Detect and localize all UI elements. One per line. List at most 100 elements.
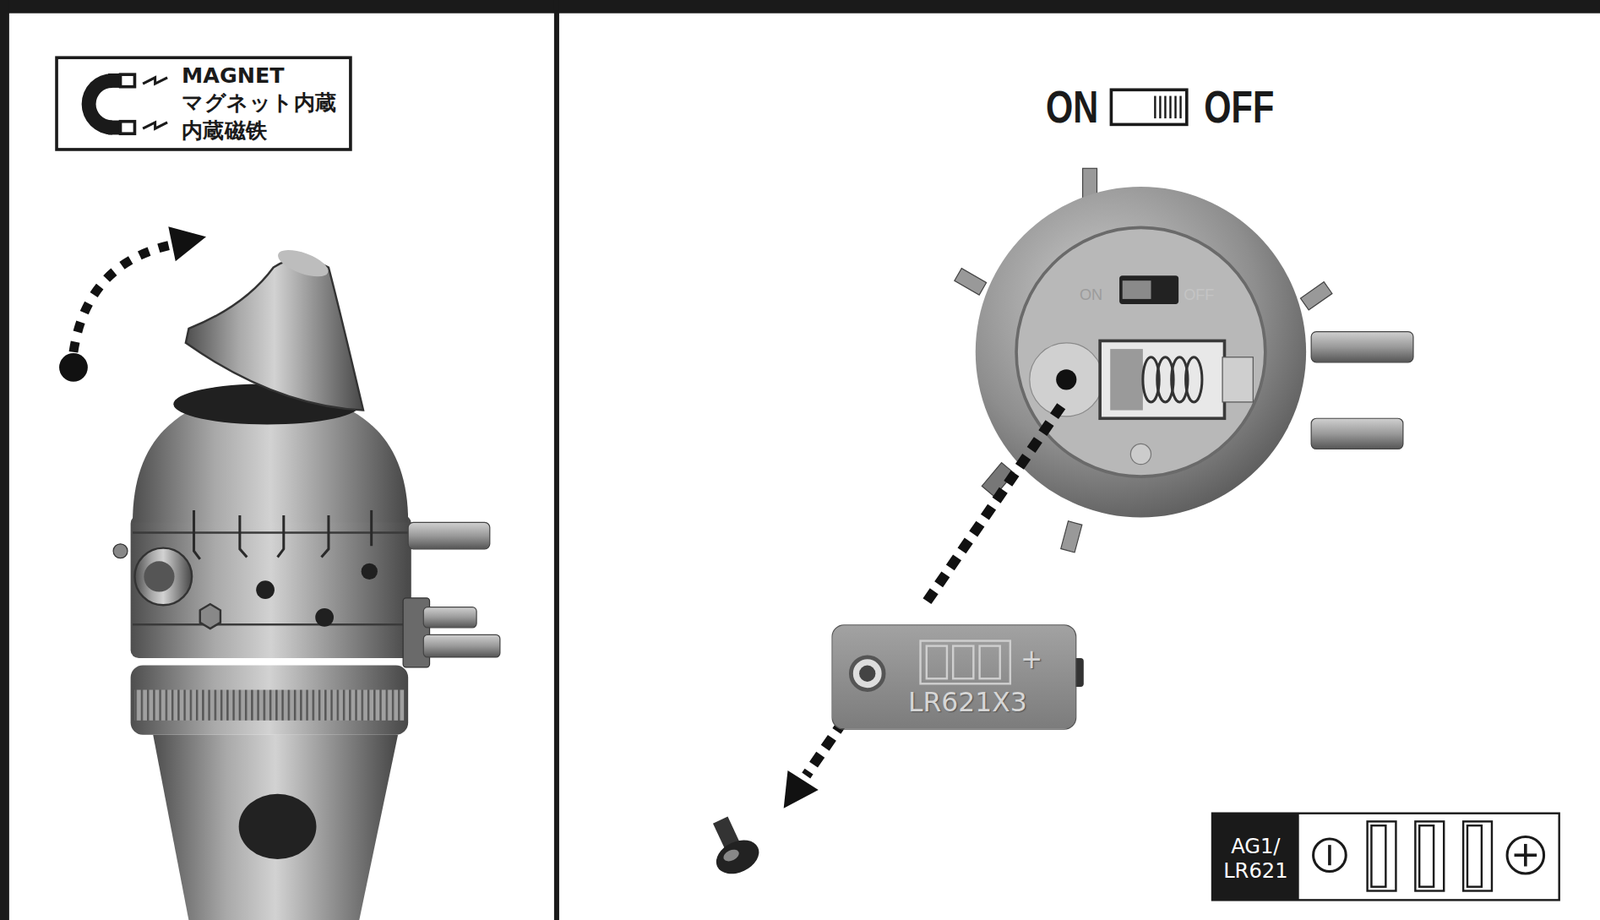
switch-label: ON bbox=[1045, 81, 1099, 133]
battery-polarity-box bbox=[1414, 821, 1444, 891]
switch-symbol bbox=[1164, 96, 1166, 120]
robot-base bbox=[1061, 521, 1083, 553]
removal-arrow bbox=[926, 406, 1062, 603]
robot-head bbox=[274, 244, 332, 283]
robot-base bbox=[1110, 348, 1143, 410]
cover-details bbox=[920, 641, 1011, 685]
magnet-icon bbox=[81, 73, 168, 135]
robot-base bbox=[1029, 342, 1104, 417]
magnet-icon bbox=[120, 74, 136, 87]
robot-head bbox=[113, 244, 501, 920]
switch-symbol bbox=[1110, 89, 1187, 125]
robot-base bbox=[1119, 275, 1179, 305]
page-frame bbox=[554, 0, 560, 920]
robot-base bbox=[1222, 357, 1253, 403]
battery-polarity-box bbox=[1463, 821, 1492, 891]
robot-head bbox=[200, 604, 221, 629]
magnet-notice-box: MAGNET マグネット内蔵 内蔵磁铁 bbox=[54, 55, 353, 151]
switch-symbol bbox=[1169, 96, 1171, 120]
robot-base bbox=[1055, 369, 1077, 390]
robot-head bbox=[239, 515, 247, 558]
node-text: LR621X3 bbox=[908, 686, 1051, 718]
rotation-arrow bbox=[168, 226, 207, 262]
battery-polarity-box bbox=[1371, 825, 1386, 887]
robot-head bbox=[321, 515, 328, 558]
battery-polarity-box bbox=[1507, 836, 1544, 873]
robot-head bbox=[370, 510, 373, 546]
robot-head bbox=[152, 734, 398, 920]
robot-head bbox=[423, 634, 501, 658]
embossed-switch-label: OFF bbox=[1183, 285, 1214, 304]
robot-base bbox=[1311, 418, 1404, 449]
battery-polarity-box bbox=[1467, 825, 1482, 887]
page-frame bbox=[0, 0, 1600, 14]
screw bbox=[721, 847, 741, 864]
switch-label: OFF bbox=[1203, 81, 1274, 133]
cover-details bbox=[920, 641, 1011, 685]
robot-head bbox=[143, 560, 175, 592]
robot-head bbox=[194, 510, 372, 560]
battery-polarity-box bbox=[1212, 813, 1560, 901]
node-text: + bbox=[1016, 643, 1047, 675]
robot-head bbox=[255, 580, 275, 599]
robot-head bbox=[408, 522, 490, 549]
switch-symbol bbox=[1110, 89, 1187, 125]
cover-details bbox=[979, 646, 1001, 680]
switch-symbol bbox=[1174, 96, 1176, 120]
robot-head bbox=[134, 690, 404, 721]
node-text: AG1/ LR621 bbox=[1212, 833, 1300, 883]
removal-arrow bbox=[783, 770, 819, 809]
cover-details bbox=[926, 646, 947, 680]
switch-symbol bbox=[1159, 96, 1161, 120]
rotation-arrow bbox=[59, 353, 88, 382]
switch-symbol bbox=[1179, 96, 1181, 120]
battery-polarity-box bbox=[1367, 821, 1492, 891]
node-text: MAGNET マグネット内蔵 内蔵磁铁 bbox=[181, 62, 345, 146]
rotation-arrow bbox=[59, 226, 207, 382]
robot-head bbox=[132, 623, 409, 626]
robot-head bbox=[130, 665, 409, 735]
robot-base bbox=[954, 268, 987, 296]
screw bbox=[700, 810, 765, 881]
battery-polarity-box bbox=[1419, 825, 1434, 887]
magnet-icon bbox=[142, 122, 168, 129]
robot-head bbox=[194, 510, 201, 560]
cover-details bbox=[859, 665, 876, 682]
robot-head bbox=[315, 608, 334, 627]
cover-details bbox=[850, 641, 1010, 691]
robot-base bbox=[1300, 282, 1333, 311]
embossed-switch-label: ON bbox=[1079, 285, 1103, 304]
robot-head bbox=[361, 563, 378, 580]
battery-cover: + LR621X3 bbox=[831, 624, 1077, 730]
robot-head bbox=[239, 794, 317, 860]
battery-polarity-box bbox=[1367, 821, 1397, 891]
robot-base bbox=[1186, 357, 1203, 403]
magnet-icon bbox=[120, 121, 136, 134]
robot-head bbox=[113, 544, 128, 559]
battery-polarity-box bbox=[1212, 813, 1560, 901]
robot-base bbox=[1130, 443, 1151, 464]
page-frame bbox=[0, 0, 10, 920]
battery-type-box: AG1/ LR621 bbox=[1212, 813, 1300, 901]
robot-base bbox=[1016, 227, 1266, 477]
robot-base bbox=[1142, 357, 1203, 403]
robot-base bbox=[954, 168, 1414, 553]
robot-base bbox=[1122, 280, 1152, 300]
battery-polarity-box bbox=[1327, 844, 1332, 866]
robot-head bbox=[134, 548, 192, 606]
robot-head bbox=[423, 607, 477, 628]
robot-head bbox=[132, 531, 409, 534]
cover-details bbox=[952, 646, 974, 680]
screw bbox=[710, 833, 764, 881]
battery-polarity-box bbox=[1523, 843, 1528, 867]
switch-symbol bbox=[1154, 96, 1181, 120]
battery-polarity-box bbox=[1313, 838, 1347, 872]
robot-head bbox=[130, 515, 412, 659]
magnet-icon bbox=[81, 73, 113, 135]
cover-details bbox=[850, 657, 884, 691]
robot-head bbox=[185, 259, 364, 411]
magnet-icon bbox=[142, 77, 168, 84]
